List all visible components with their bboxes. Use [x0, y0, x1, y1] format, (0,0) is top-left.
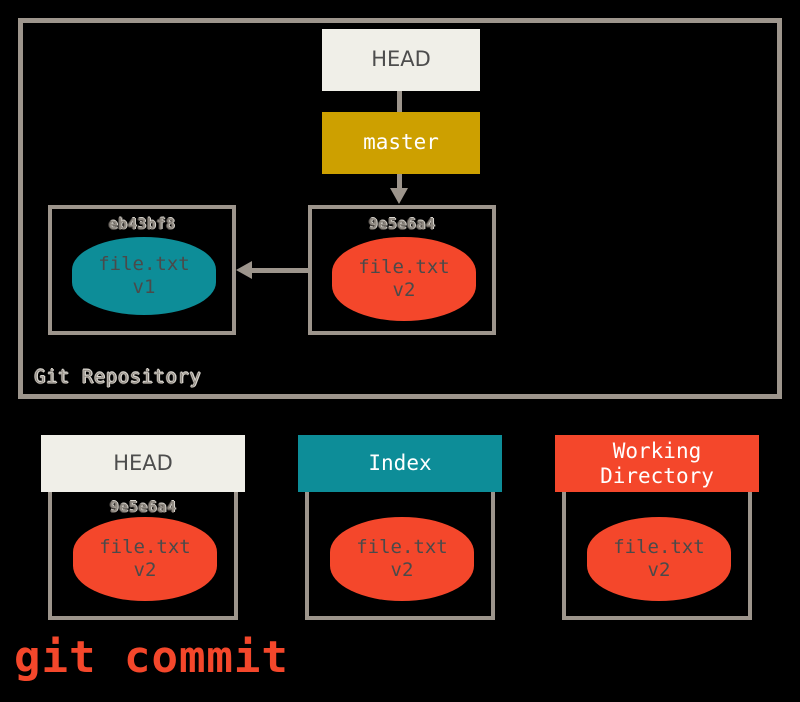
area-body-working-directory: file.txt v2 [562, 492, 752, 620]
connector-head-to-master [397, 91, 402, 113]
blob-version: v1 [132, 276, 156, 298]
blob-file-working-area: file.txt v2 [587, 517, 731, 601]
blob-file-index-area: file.txt v2 [330, 517, 474, 601]
command-caption: git commit [14, 632, 289, 683]
blob-version: v2 [392, 279, 416, 301]
blob-file-head-area: file.txt v2 [73, 517, 217, 601]
connector-commit-parent-line [252, 268, 310, 273]
head-ref-box[interactable]: HEAD [322, 29, 480, 91]
area-title-working-directory: Working Directory [600, 439, 714, 488]
arrow-left-icon [236, 261, 252, 279]
blob-filename: file.txt [98, 252, 190, 275]
commit-box-9e5e6a4[interactable]: 9e5e6a4 file.txt v2 [308, 205, 496, 335]
area-header-working-directory[interactable]: Working Directory [555, 435, 759, 492]
git-repository-frame [18, 18, 782, 399]
blob-filename: file.txt [358, 255, 450, 278]
commit-hash-eb43bf8: eb43bf8 [108, 215, 176, 233]
blob-version: v2 [647, 559, 671, 581]
blob-filename: file.txt [356, 535, 448, 558]
blob-version: v2 [133, 559, 157, 581]
connector-master-to-commit-line [397, 174, 402, 192]
commit-hash-9e5e6a4: 9e5e6a4 [368, 215, 436, 233]
git-repository-label: Git Repository [34, 366, 202, 389]
blob-filename: file.txt [99, 535, 191, 558]
area-header-index[interactable]: Index [298, 435, 502, 492]
blob-filename: file.txt [613, 535, 705, 558]
area-header-head[interactable]: HEAD [41, 435, 245, 492]
area-title-head: HEAD [113, 451, 173, 476]
area-head-commit-hash: 9e5e6a4 [109, 498, 177, 516]
head-ref-label: HEAD [371, 47, 431, 72]
area-title-index: Index [368, 451, 432, 476]
commit-box-eb43bf8[interactable]: eb43bf8 file.txt v1 [48, 205, 236, 335]
arrow-down-icon [390, 188, 408, 204]
master-ref-box[interactable]: master [322, 112, 480, 174]
blob-version: v2 [390, 559, 414, 581]
master-ref-label: master [363, 130, 439, 155]
blob-file-v1: file.txt v1 [72, 237, 216, 315]
blob-file-v2: file.txt v2 [332, 237, 476, 321]
area-body-index: file.txt v2 [305, 492, 495, 620]
area-body-head: 9e5e6a4 file.txt v2 [48, 492, 238, 620]
